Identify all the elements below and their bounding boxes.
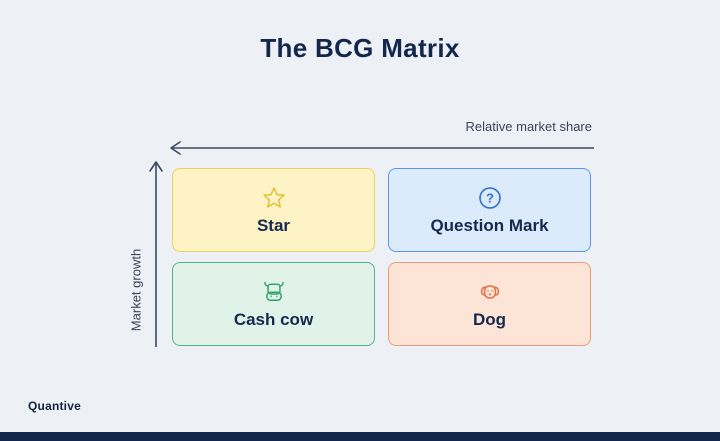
star-icon [261, 185, 287, 211]
quadrant-label: Dog [472, 309, 507, 329]
question-mark-icon: ? [477, 185, 503, 211]
svg-text:?: ? [486, 190, 494, 205]
quadrant-cash-cow: Cash cow [172, 262, 375, 346]
y-axis-arrow-icon [148, 158, 164, 348]
quadrant-dog: Dog [388, 262, 591, 346]
bcg-quadrant-grid: Star ? Question Mark [172, 168, 591, 346]
quadrant-label: Cash cow [233, 309, 314, 329]
page-title: The BCG Matrix [260, 33, 460, 63]
quadrant-label: Star [256, 215, 291, 235]
quantive-logo: Quantive [28, 399, 81, 413]
x-axis-arrow-icon [167, 140, 595, 156]
y-axis-label: Market growth [128, 248, 144, 332]
quadrant-star: Star [172, 168, 375, 252]
quadrant-label: Question Mark [430, 215, 549, 235]
cow-icon [261, 279, 287, 305]
x-axis-label: Relative market share [465, 119, 592, 134]
quadrant-question-mark: ? Question Mark [388, 168, 591, 252]
bottom-accent-bar [0, 432, 720, 441]
dog-icon [477, 279, 503, 305]
